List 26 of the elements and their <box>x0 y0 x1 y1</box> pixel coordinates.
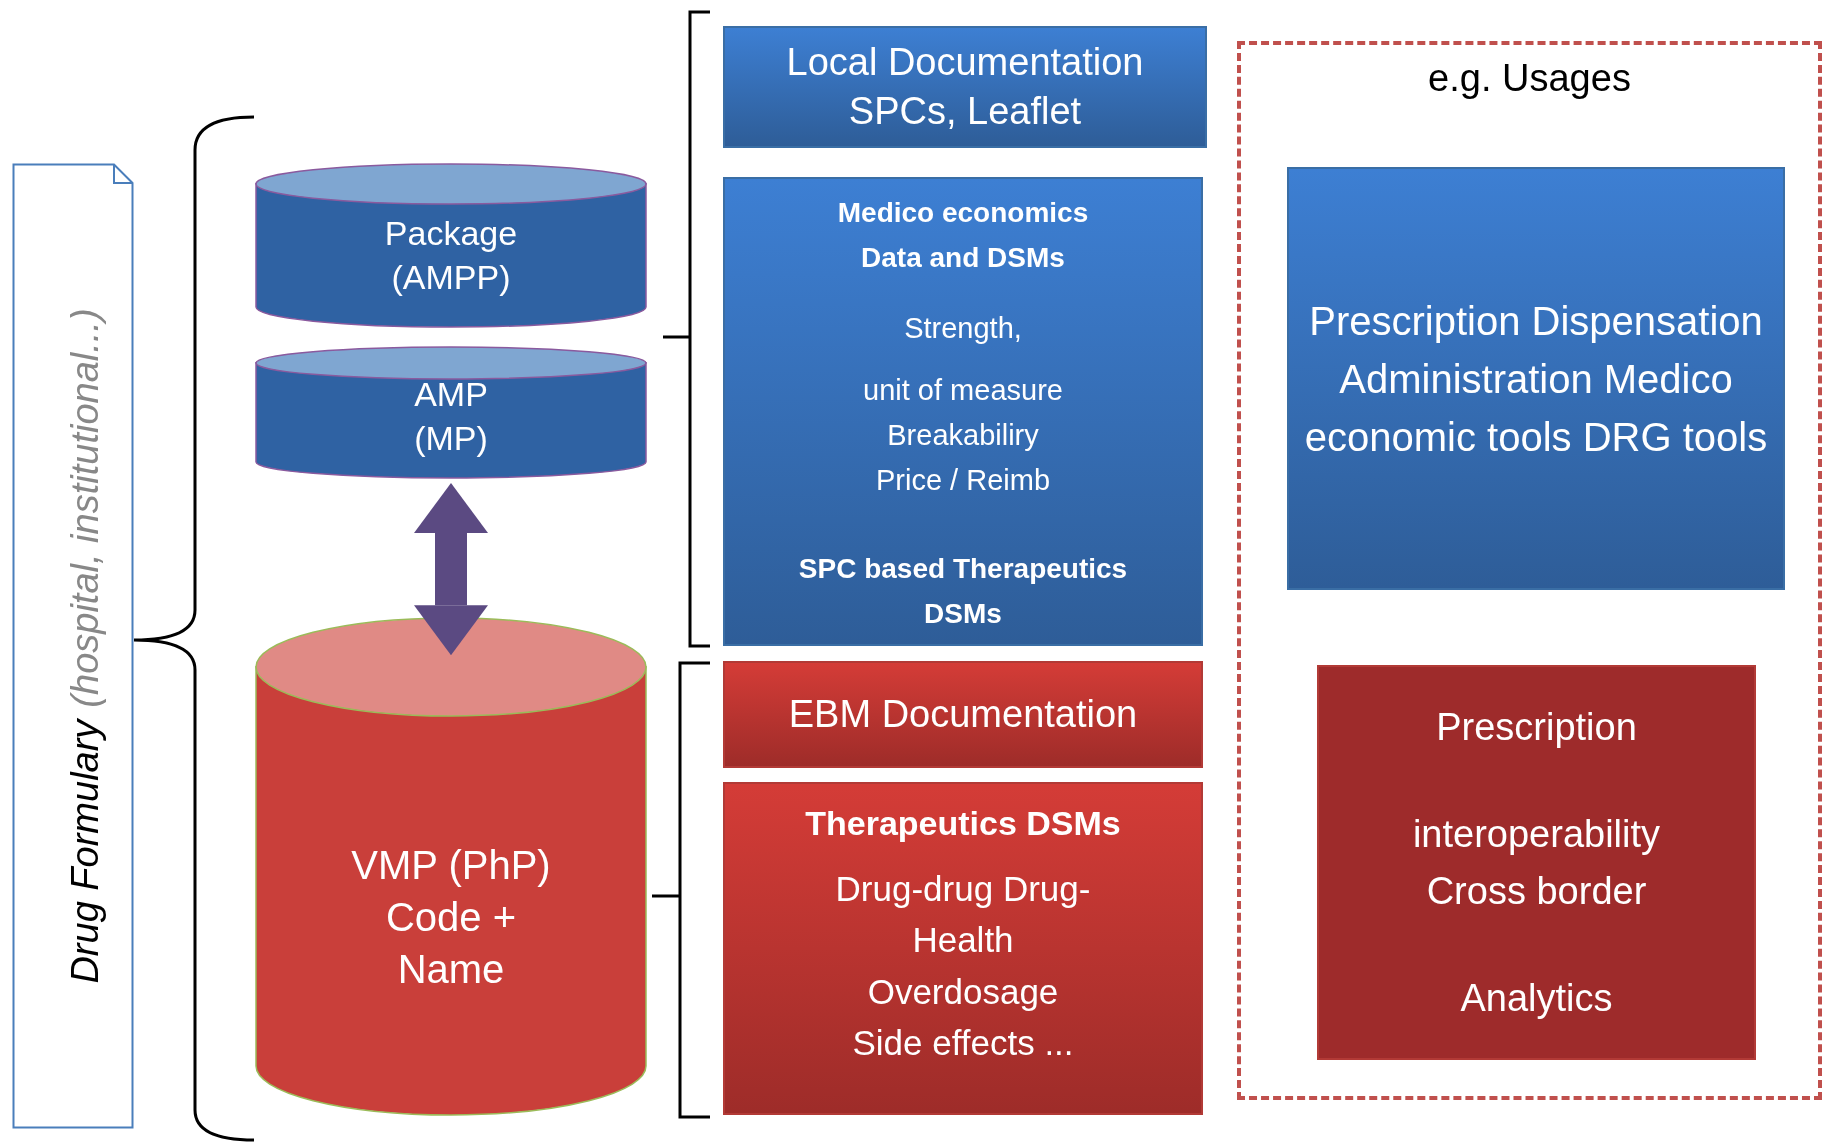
box-heading: Medico economics Data and DSMs <box>836 196 1090 275</box>
box-text: interoperability Cross border <box>1411 811 1662 914</box>
process-box <box>723 661 1203 768</box>
box-text: Analytics <box>1460 975 1613 1021</box>
process-box <box>1287 167 1785 590</box>
cylinder-label: Package (AMPP) <box>383 212 519 298</box>
process-box <box>723 26 1207 148</box>
box-text: Prescription <box>1436 704 1637 750</box>
process-box <box>723 177 1203 646</box>
vertical-subtitle: (hospital, institutional...) <box>63 308 107 708</box>
cylinder-label: AMP (MP) <box>413 373 489 459</box>
box-text: unit of measure Breakabiliry Price / Reimb <box>862 373 1064 498</box>
dashed-frame <box>1237 41 1822 1100</box>
vertical-title: Drug Formulary <box>63 719 107 984</box>
process-box <box>1317 665 1756 1060</box>
box-text: EBM Documentation <box>788 691 1138 737</box>
box-heading: Therapeutics DSMs <box>805 803 1121 844</box>
box-text: Drug-drug Drug-Health Overdosage Side effects ... <box>834 868 1092 1065</box>
double-arrow <box>414 483 488 656</box>
box-heading: SPC based Therapeutics DSMs <box>797 551 1129 631</box>
box-text: Strength, <box>904 310 1022 346</box>
box-text: Prescription Dispensation Administration Medico economic tools DRG tools <box>1303 297 1769 461</box>
frame-title: e.g. Usages <box>1428 57 1631 100</box>
process-box <box>723 782 1203 1115</box>
box-text: Local Documentation SPCs, Leaflet <box>785 39 1145 134</box>
cylinder-label: VMP (PhP) Code + Name <box>350 841 552 993</box>
